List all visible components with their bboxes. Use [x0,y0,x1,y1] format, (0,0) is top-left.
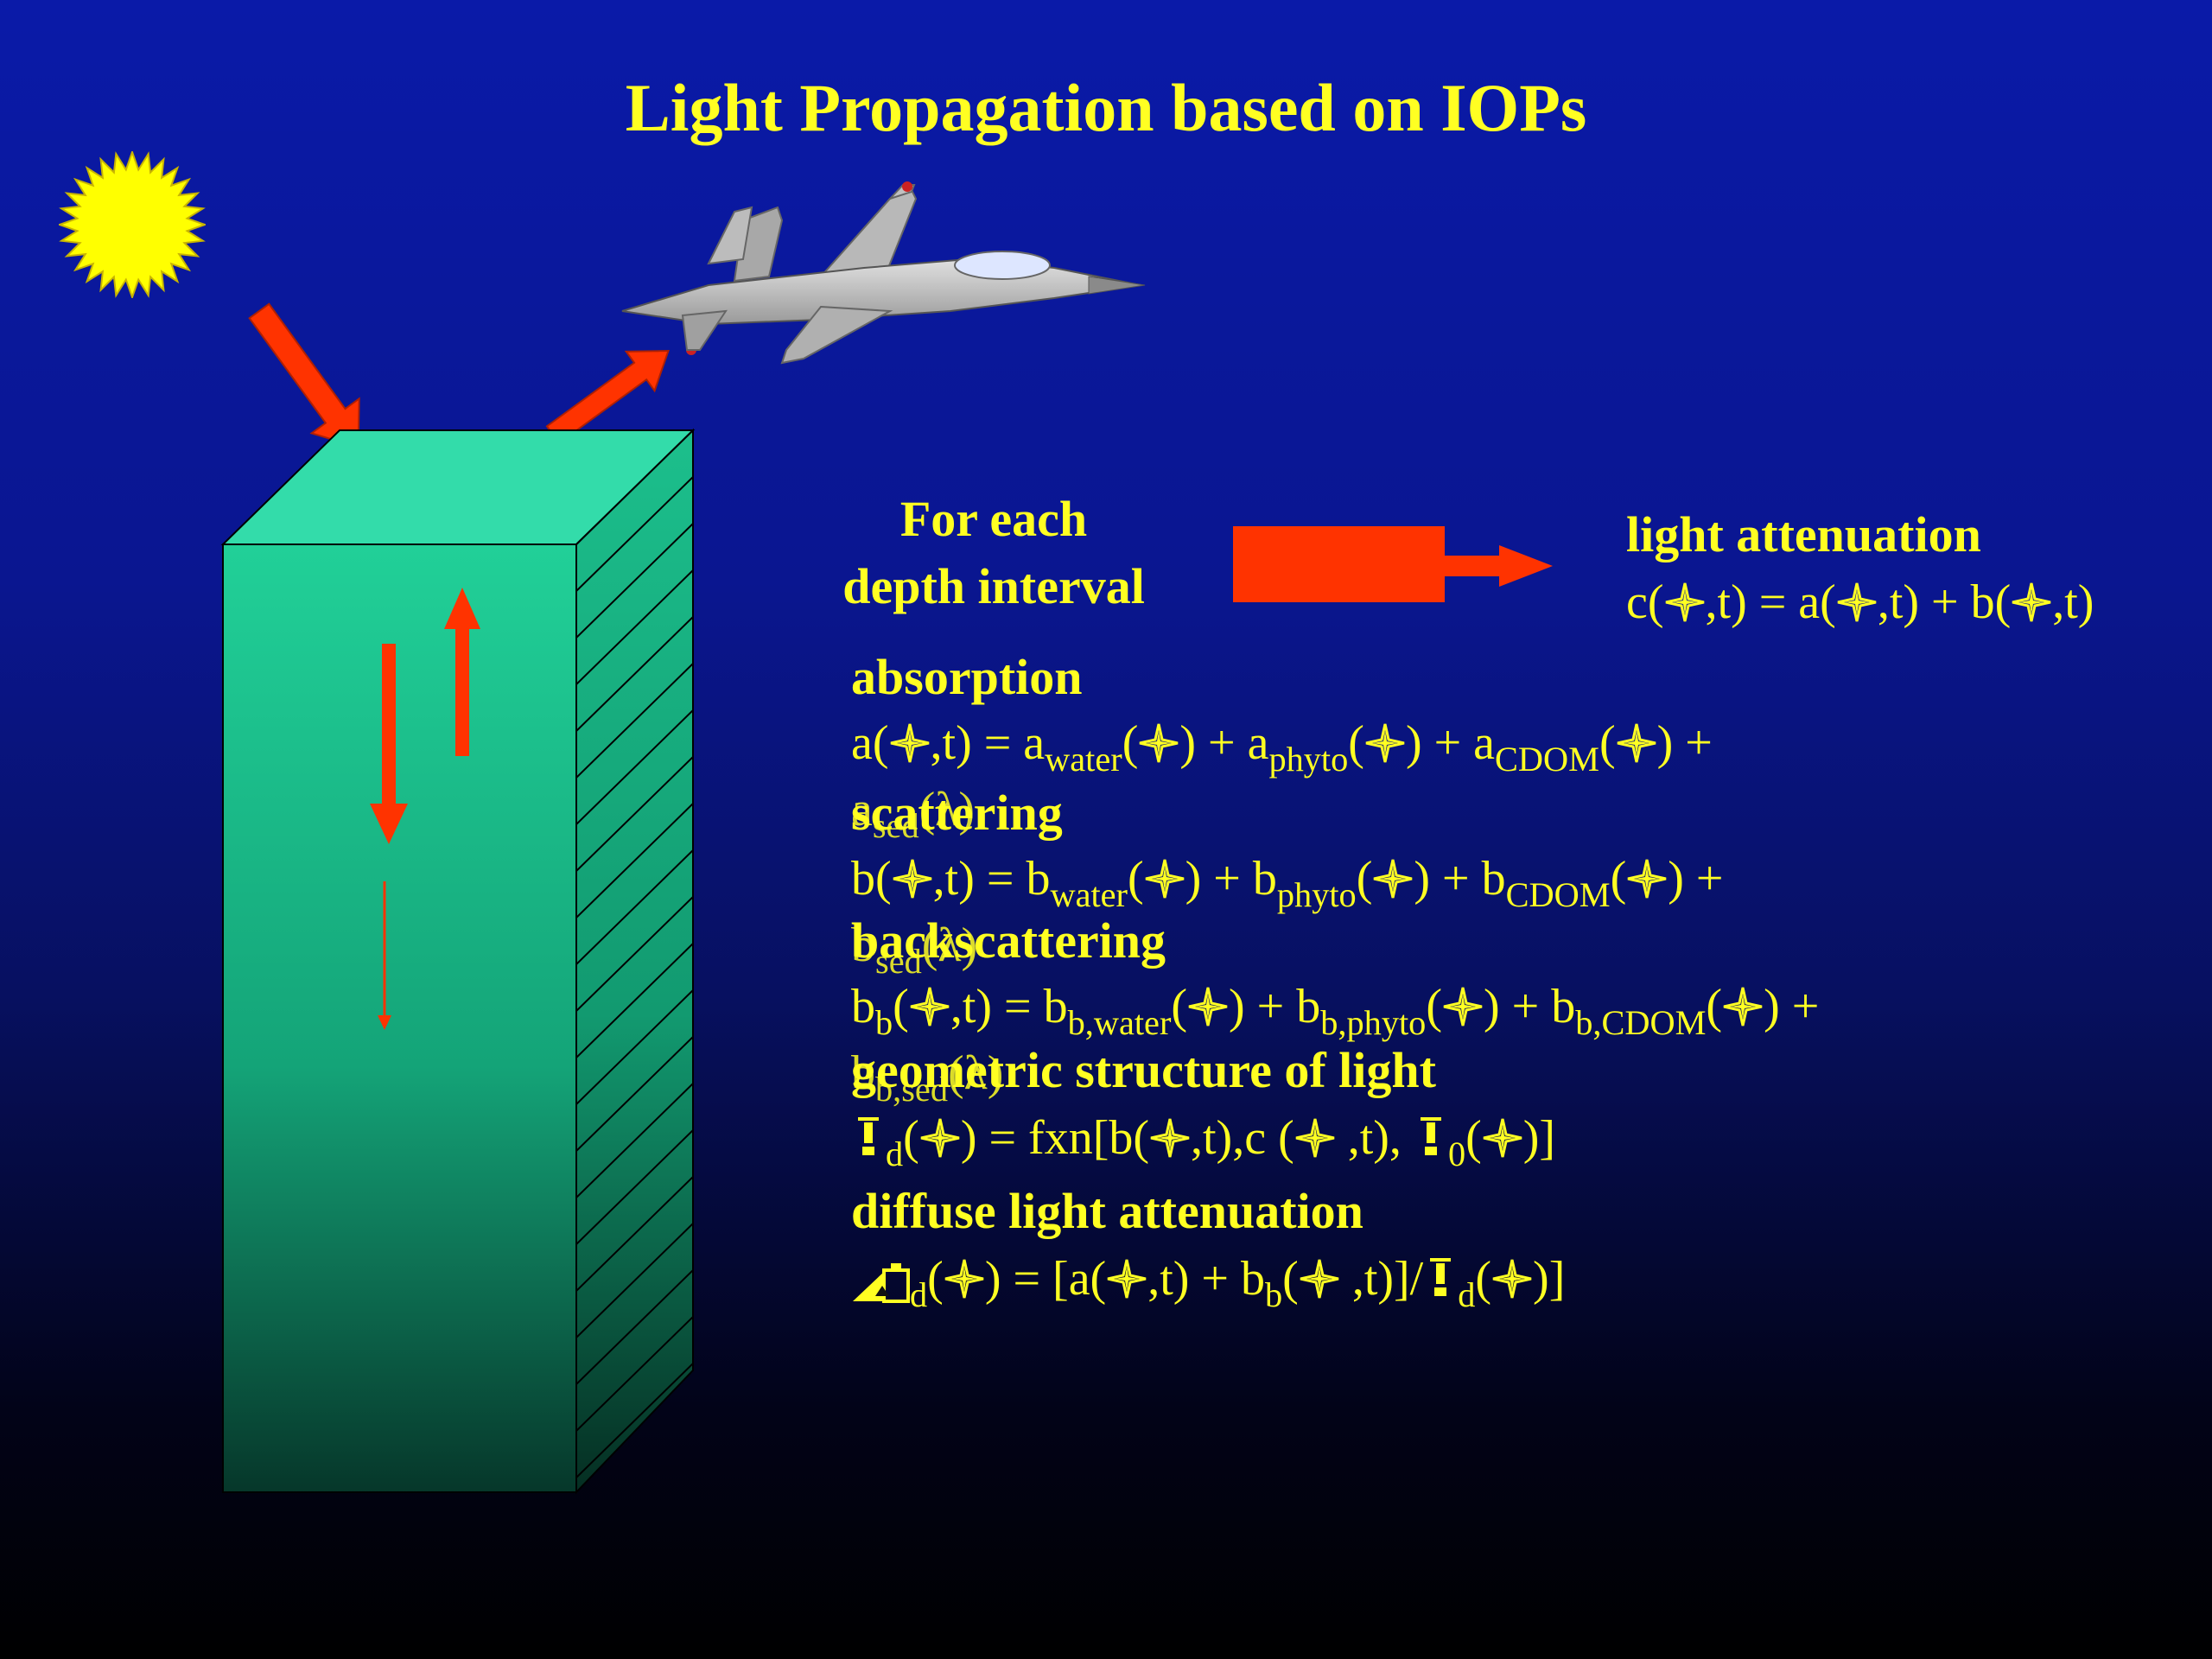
lambda-glyph-icon [1616,722,1657,764]
lambda-glyph-icon [1482,1117,1523,1159]
lambda-glyph-icon [1836,582,1878,623]
for-each-line1: For each [899,491,1088,547]
diffuse-equation: d() = [a(,t) + bb( ,t)]/d()] [851,1251,1565,1313]
scattering-equation: b(,t) = bwater() + bphyto() + bCDOM() + [851,852,1724,915]
light-attenuation-equation: c(,t) = a(,t) + b(,t) [1626,575,2094,629]
for-each-label: For each depth interval [812,486,1175,620]
water-column-diagram [220,428,696,1495]
absorption-equation: a(,t) = awater() + aphyto() + aCDOM() + [851,716,1713,779]
lambda-glyph-icon [1144,858,1185,899]
lambda-glyph-icon [889,722,931,764]
lambda-glyph-icon [1664,582,1706,623]
geometric-heading: geometric structure of light [851,1042,1436,1098]
lambda-glyph-icon [1372,858,1414,899]
lambda-glyph-icon [1626,858,1668,899]
mu-bar-icon [1414,1116,1448,1160]
upwelling-arrow [444,588,480,756]
slide-title: Light Propagation based on IOPs [625,70,1587,145]
lambda-glyph-icon [1442,986,1484,1027]
mu-bar-icon [1423,1256,1458,1301]
result-arrow [1233,526,1553,602]
scattering-equation-tail: bsed(λ) [851,918,978,982]
absorption-heading: absorption [851,649,1083,705]
lambda-glyph-icon [1138,722,1179,764]
backscattering-equation-tail: bb,sed(λ) [851,1046,1004,1109]
geometric-equation: d() = fxn[b(,t),c ( ,t), 0()] [851,1110,1555,1172]
scattering-heading: scattering [851,785,1063,841]
lambda-glyph-icon [1722,986,1764,1027]
lambda-glyph-icon [1299,1258,1340,1300]
lambda-glyph-icon [1187,986,1229,1027]
mu-bar-icon [851,1116,886,1160]
downwelling-arrow [370,644,408,844]
attenuated-downwelling-arrow [378,881,391,1030]
lambda-glyph-icon [892,858,933,899]
lambda-glyph-icon [2011,582,2052,623]
sun-icon [59,151,206,298]
diffuse-heading: diffuse light attenuation [851,1183,1363,1239]
lambda-glyph-icon [1294,1117,1336,1159]
absorption-equation-tail: ased(λ) [851,783,976,846]
airplane-icon [621,181,1146,365]
lambda-glyph-icon [1491,1258,1533,1300]
lambda-glyph-icon [919,1117,961,1159]
lambda-glyph-icon [1149,1117,1191,1159]
light-attenuation-heading: light attenuation [1626,506,1981,563]
lambda-glyph-icon [1106,1258,1147,1300]
backscattering-equation: bb(,t) = bb,water() + bb,phyto() + bb,CD… [851,980,1820,1043]
lambda-glyph-icon [909,986,950,1027]
lambda-glyph-icon [944,1258,985,1300]
k-symbol-icon [851,1262,910,1303]
lambda-glyph-icon [1364,722,1406,764]
for-each-line2: depth interval [842,558,1145,614]
backscattering-heading: backscattering [851,912,1166,969]
